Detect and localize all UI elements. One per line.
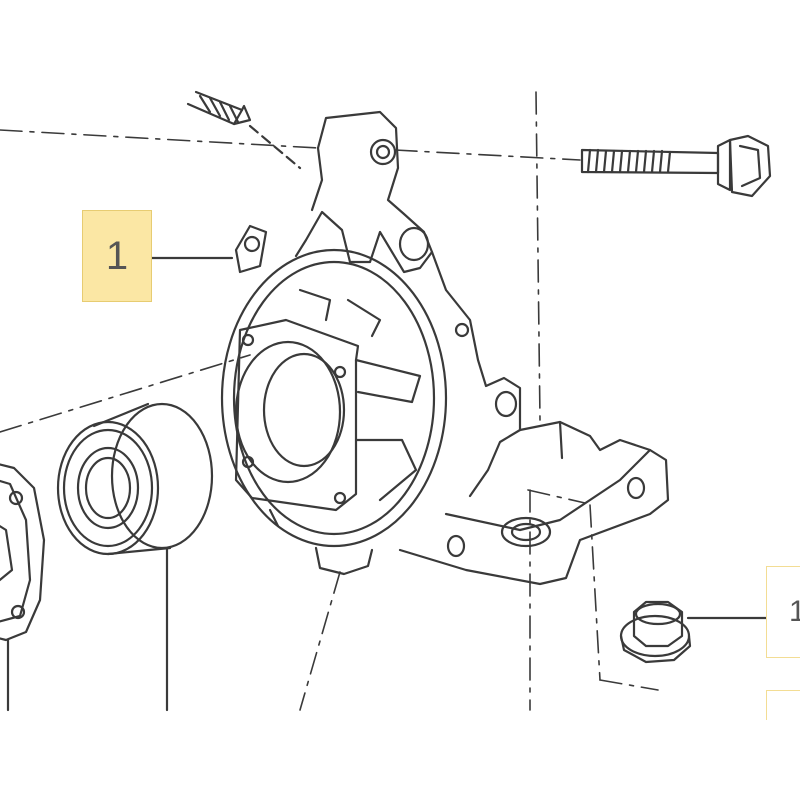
center-lines xyxy=(0,91,659,711)
wheel-bearing xyxy=(56,402,214,556)
part-callout-partial-2[interactable] xyxy=(766,690,800,720)
hub-flange xyxy=(0,463,46,642)
part-callout-1[interactable]: 1 xyxy=(82,210,152,302)
part-callout-partial[interactable]: 1 xyxy=(766,566,800,658)
steering-knuckle xyxy=(220,110,670,586)
stud-bolt xyxy=(186,90,302,170)
hex-bolt xyxy=(580,134,772,198)
flange-nut xyxy=(619,600,692,664)
